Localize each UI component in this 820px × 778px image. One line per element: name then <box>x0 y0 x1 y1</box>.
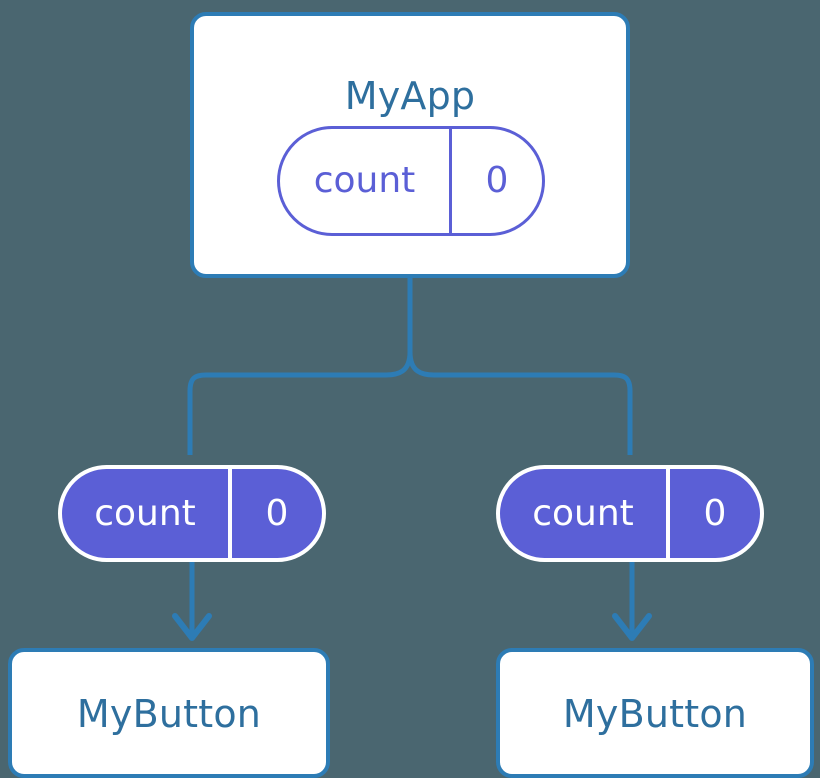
child-component-left-label: MyButton <box>76 692 262 736</box>
branch-left-state-pill[interactable]: count 0 <box>58 465 326 562</box>
branch-left-state-key: count <box>62 469 232 558</box>
root-state-key: count <box>280 129 452 233</box>
child-component-left-box[interactable]: MyButton <box>8 648 330 778</box>
root-state-pill[interactable]: count 0 <box>277 126 545 236</box>
root-state-value: 0 <box>485 160 509 201</box>
connector-arrow-left-head <box>172 613 212 641</box>
connector-arrow-right-head <box>612 613 652 641</box>
root-component-label: MyApp <box>344 74 476 118</box>
branch-right-state-value: 0 <box>703 492 727 534</box>
child-component-right-box[interactable]: MyButton <box>496 648 814 778</box>
branch-left-state-value: 0 <box>265 492 289 534</box>
child-component-right-label: MyButton <box>562 692 748 736</box>
branch-right-state-pill[interactable]: count 0 <box>496 465 764 562</box>
branch-right-state-key: count <box>500 469 670 558</box>
connector-branch-right <box>407 351 633 455</box>
connector-branch-left <box>187 351 413 455</box>
